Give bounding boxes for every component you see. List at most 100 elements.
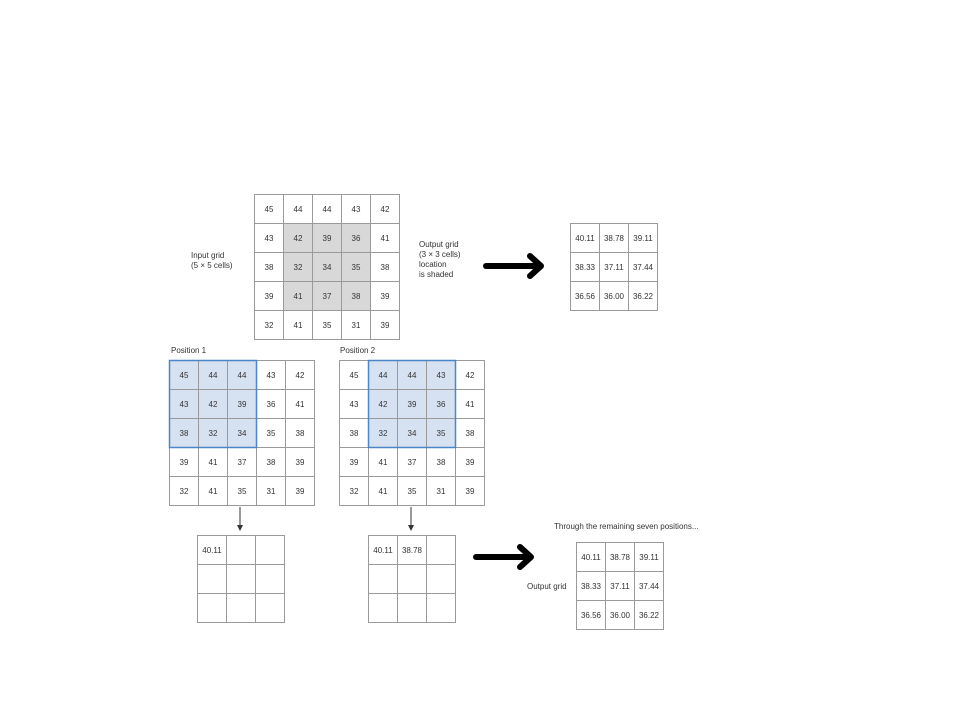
input-grid-cell: 35 — [341, 252, 371, 282]
position-1-grid-cell: 39 — [285, 476, 315, 506]
position-2-grid-cell: 42 — [455, 360, 485, 390]
position-1-grid-cell: 45 — [169, 360, 199, 390]
position-1-grid-cell: 32 — [169, 476, 199, 506]
position-2-output-row — [368, 593, 456, 623]
position-1-grid-cell: 44 — [198, 360, 228, 390]
input-grid-cell: 44 — [283, 194, 313, 224]
output-grid-top-cell: 36.56 — [570, 281, 600, 311]
position-1-output-cell — [226, 564, 256, 594]
thick-arrow-icon-bottom — [473, 544, 534, 570]
position-1-output-cell — [255, 564, 285, 594]
final-output-grid-cell: 37.44 — [634, 571, 664, 601]
input-grid-cell: 32 — [283, 252, 313, 282]
position-1-grid-cell: 42 — [285, 360, 315, 390]
input-grid-cell: 44 — [312, 194, 342, 224]
final-output-grid-cell: 38.78 — [605, 542, 635, 572]
position-1-output-row — [197, 564, 285, 594]
output-grid-description: Output grid (3 × 3 cells) location is sh… — [419, 240, 461, 279]
position-1-grid-cell: 41 — [285, 389, 315, 419]
position-2-output-cell — [426, 564, 456, 594]
position-2-output-row — [368, 564, 456, 594]
position-1-output-body: 40.11 — [197, 535, 285, 623]
input-grid-cell: 36 — [341, 223, 371, 253]
position-2-grid-cell: 31 — [426, 476, 456, 506]
position-1-grid-cell: 42 — [198, 389, 228, 419]
input-grid-cell: 41 — [283, 310, 313, 340]
output-grid-top-cell: 36.22 — [628, 281, 658, 311]
position-1-highlight-outline — [168, 359, 258, 449]
position-2-output-cell: 40.11 — [368, 535, 398, 565]
position-1-output-row — [197, 593, 285, 623]
position-1-output-cell — [226, 535, 256, 565]
position-1-grid-cell: 41 — [198, 476, 228, 506]
position-2-output-cell: 38.78 — [397, 535, 427, 565]
input-grid-cell: 37 — [312, 281, 342, 311]
position-2-grid-cell: 41 — [455, 389, 485, 419]
output-grid-top-cell: 36.00 — [599, 281, 629, 311]
thick-arrow-icon-top — [483, 253, 544, 279]
position-1-grid-cell: 34 — [227, 418, 257, 448]
position-2-grid-cell: 39 — [455, 476, 485, 506]
position-2-output-cell — [368, 564, 398, 594]
input-grid-label: Input grid (5 × 5 cells) — [191, 251, 233, 270]
position-2-output-cell — [368, 593, 398, 623]
final-output-grid-cell: 37.11 — [605, 571, 635, 601]
input-grid-cell: 32 — [254, 310, 284, 340]
position-2-output-cell — [426, 535, 456, 565]
position-1-label: Position 1 — [171, 346, 207, 355]
output-grid-top-cell: 39.11 — [628, 223, 658, 253]
input-grid-cell: 45 — [254, 194, 284, 224]
final-output-grid-cell: 39.11 — [634, 542, 664, 572]
remaining-positions-caption: Through the remaining seven positions... — [554, 522, 699, 531]
input-grid-cell: 39 — [370, 310, 400, 340]
position-2-label: Position 2 — [340, 346, 376, 355]
input-grid-cell: 38 — [341, 281, 371, 311]
input-grid-cell: 41 — [283, 281, 313, 311]
input-grid-cell: 41 — [370, 223, 400, 253]
input-grid-cell: 35 — [312, 310, 342, 340]
input-grid-cell: 31 — [341, 310, 371, 340]
position-2-grid-cell: 34 — [397, 418, 427, 448]
position-1-output-grid: 40.11 — [197, 535, 285, 623]
position-1-output-cell — [255, 535, 285, 565]
final-output-grid-cell: 40.11 — [576, 542, 606, 572]
position-1-output-cell — [255, 593, 285, 623]
input-grid-cell: 38 — [370, 252, 400, 282]
input-grid-cell: 34 — [312, 252, 342, 282]
position-1-grid-cell: 44 — [227, 360, 257, 390]
position-2-grid-cell: 43 — [426, 360, 456, 390]
input-grid-cell: 39 — [312, 223, 342, 253]
final-output-grid-label: Output grid — [527, 582, 567, 591]
final-output-grid-cell: 36.22 — [634, 600, 664, 630]
position-2-highlight-outline — [367, 359, 457, 449]
position-1-output-row: 40.11 — [197, 535, 285, 565]
position-2-grid-cell: 35 — [397, 476, 427, 506]
